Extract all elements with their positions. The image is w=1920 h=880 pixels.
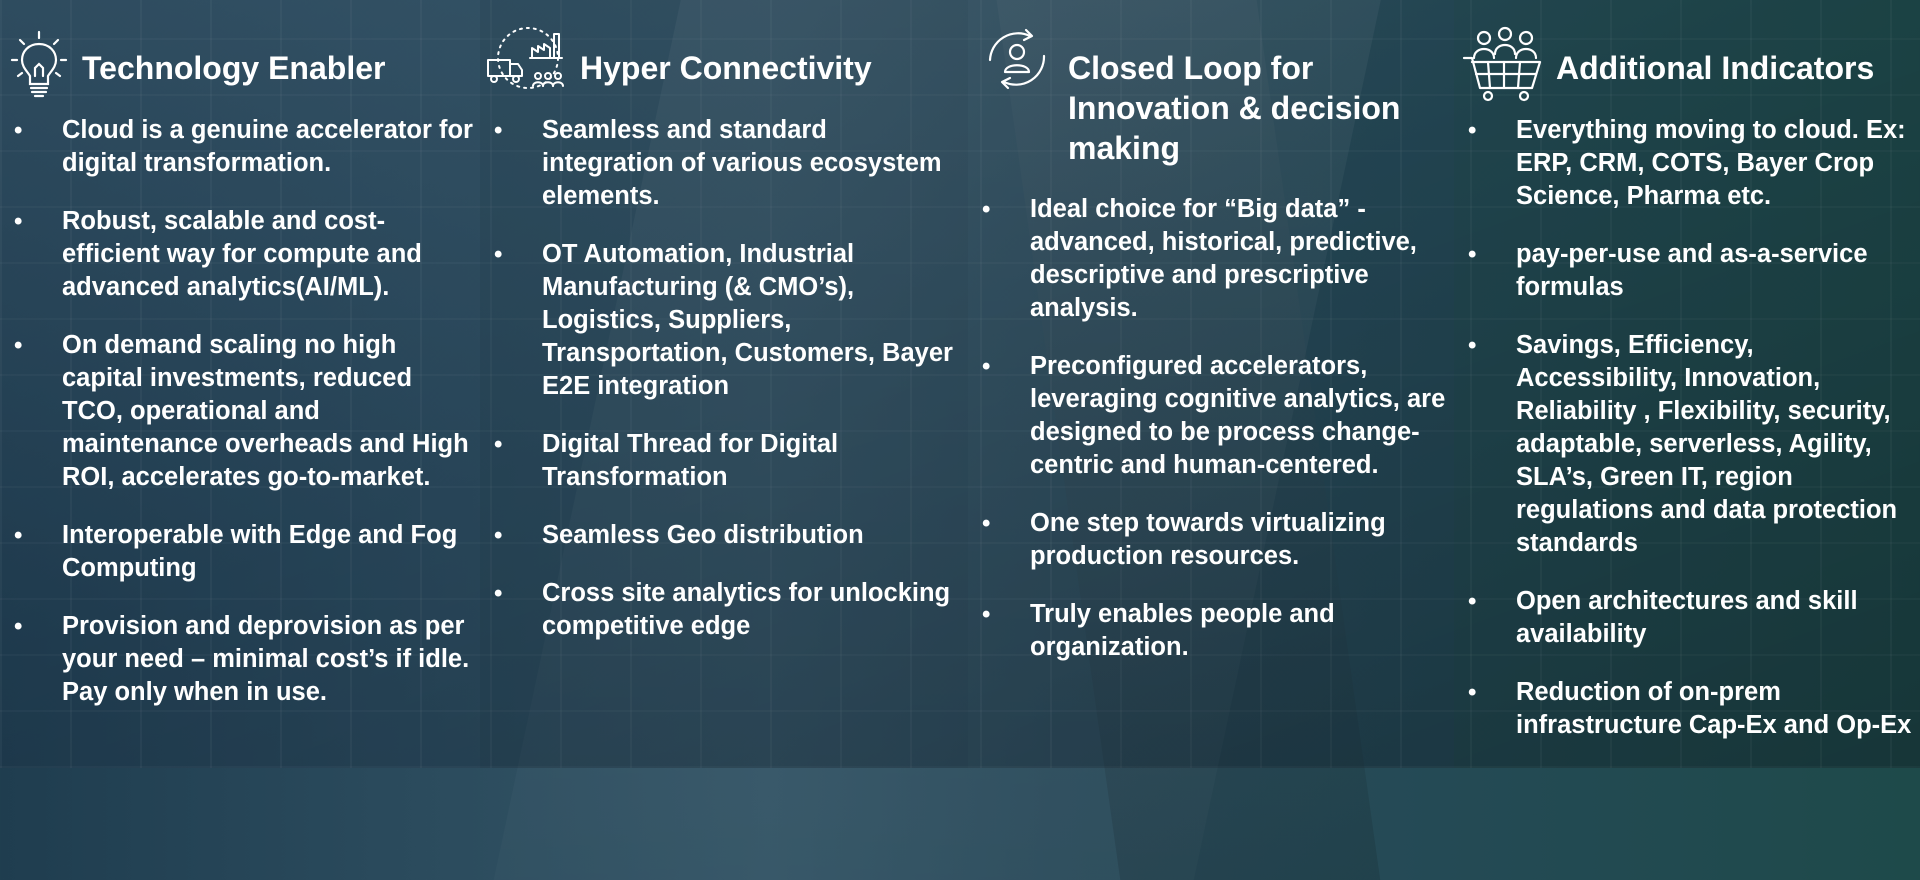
list-item: Interoperable with Edge and Fog Computin…: [0, 519, 474, 585]
column-title: Hyper Connectivity: [580, 50, 872, 86]
list-item: One step towards virtualizing production…: [968, 507, 1448, 573]
closed-loop-user-icon: [968, 14, 1066, 102]
bullet-list: Seamless and standard integration of var…: [480, 114, 962, 668]
list-item: Everything moving to cloud. Ex: ERP, CRM…: [1454, 114, 1914, 213]
supply-chain-icon: [480, 14, 576, 102]
list-item: Reduction of on-prem infrastructure Cap-…: [1454, 676, 1914, 742]
list-item: Open architectures and skill availabilit…: [1454, 585, 1914, 651]
bullet-list: Ideal choice for “Big data” - advanced, …: [968, 193, 1448, 689]
column-technology-enabler: Technology Enabler Cloud is a genuine ac…: [0, 0, 480, 768]
list-item: Digital Thread for Digital Transformatio…: [480, 428, 962, 494]
list-item: Seamless and standard integration of var…: [480, 114, 962, 213]
people-cart-icon: [1454, 14, 1556, 102]
column-title: Additional Indicators: [1556, 50, 1875, 86]
list-item: On demand scaling no high capital invest…: [0, 329, 474, 494]
lightbulb-icon: [0, 14, 78, 102]
list-item: Preconfigured accelerators, leveraging c…: [968, 350, 1448, 482]
list-item: Cross site analytics for unlocking compe…: [480, 577, 962, 643]
list-item: Provision and deprovision as per your ne…: [0, 610, 474, 709]
column-title: Technology Enabler: [82, 50, 386, 86]
list-item: Ideal choice for “Big data” - advanced, …: [968, 193, 1448, 325]
bullet-list: Everything moving to cloud. Ex: ERP, CRM…: [1454, 114, 1914, 767]
bullet-list: Cloud is a genuine accelerator for digit…: [0, 114, 474, 734]
list-item: Cloud is a genuine accelerator for digit…: [0, 114, 474, 180]
list-item: OT Automation, Industrial Manufacturing …: [480, 238, 962, 403]
list-item: pay-per-use and as-a-service formulas: [1454, 238, 1914, 304]
column-header: Hyper Connectivity: [480, 14, 968, 102]
column-hyper-connectivity: Hyper Connectivity Seamless and standard…: [480, 0, 968, 768]
column-additional-indicators: Additional Indicators Everything moving …: [1454, 0, 1920, 768]
list-item: Robust, scalable and cost-efficient way …: [0, 205, 474, 304]
list-item: Savings, Efficiency, Accessibility, Inno…: [1454, 329, 1914, 560]
list-item: Truly enables people and organization.: [968, 598, 1448, 664]
column-header: Technology Enabler: [0, 14, 480, 102]
column-title: Closed Loop for Innovation & decision ma…: [1068, 50, 1401, 166]
column-closed-loop: Closed Loop for Innovation & decision ma…: [968, 0, 1454, 768]
list-item: Seamless Geo distribution: [480, 519, 962, 552]
column-header: Additional Indicators: [1454, 14, 1920, 102]
column-header: Closed Loop for Innovation & decision ma…: [968, 14, 1454, 168]
